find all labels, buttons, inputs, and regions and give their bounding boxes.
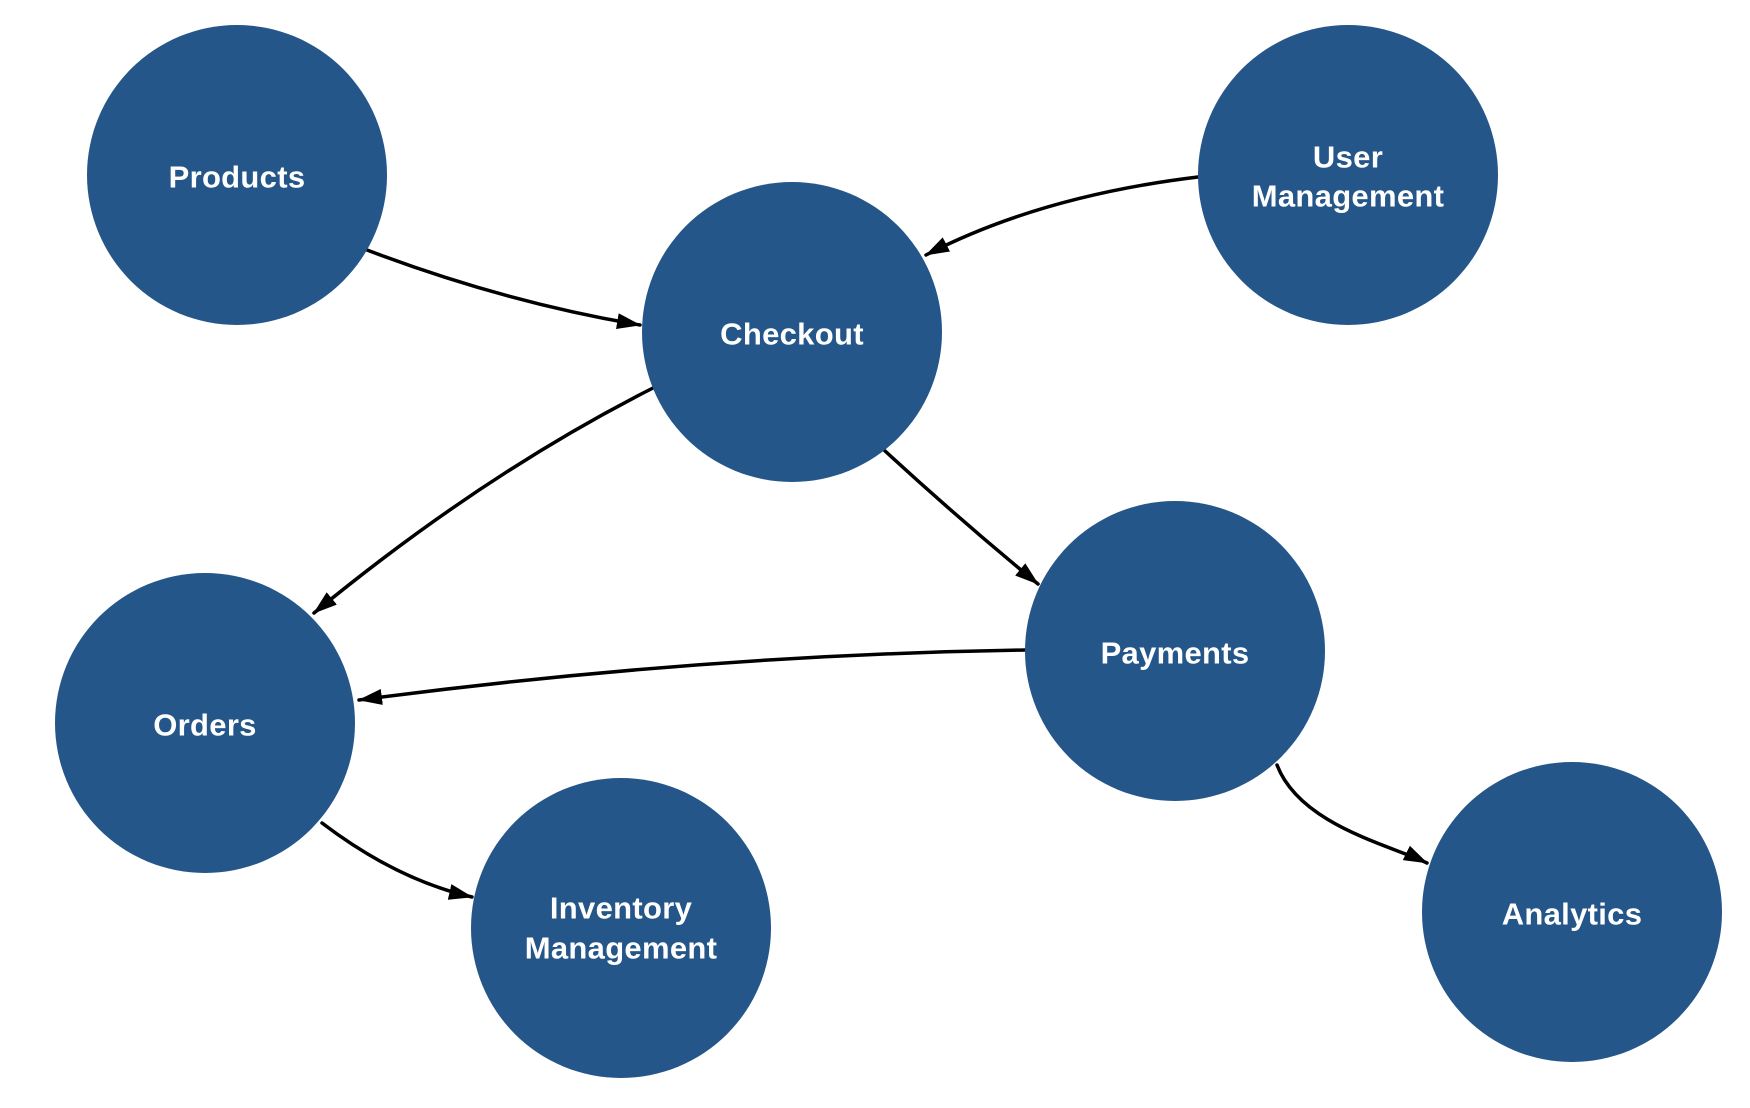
edge-orders-to-inventory-management (320, 821, 474, 900)
edge-payments-to-orders (357, 648, 1027, 705)
node-inventory-management[interactable]: Inventory Management (471, 778, 771, 1078)
node-orders-circle[interactable] (55, 573, 355, 873)
edge-checkout-to-orders (312, 386, 655, 615)
node-inventory-management-circle[interactable] (471, 778, 771, 1078)
node-user-management-circle[interactable] (1198, 25, 1498, 325)
node-checkout[interactable]: Checkout (642, 182, 942, 482)
node-user-management[interactable]: User Management (1198, 25, 1498, 325)
edge-user-management-to-checkout (924, 175, 1200, 257)
node-analytics[interactable]: Analytics (1422, 762, 1722, 1062)
edge-products-to-checkout (365, 248, 642, 330)
node-layer: Products User Management Checkout Paymen… (55, 25, 1722, 1078)
node-orders[interactable]: Orders (55, 573, 355, 873)
node-payments-circle[interactable] (1025, 501, 1325, 801)
node-payments[interactable]: Payments (1025, 501, 1325, 801)
node-checkout-circle[interactable] (642, 182, 942, 482)
node-products-circle[interactable] (87, 25, 387, 325)
node-products[interactable]: Products (87, 25, 387, 325)
edge-checkout-to-payments (882, 448, 1040, 586)
node-analytics-circle[interactable] (1422, 762, 1722, 1062)
edge-payments-to-analytics (1275, 763, 1429, 865)
edge-layer (312, 175, 1429, 900)
